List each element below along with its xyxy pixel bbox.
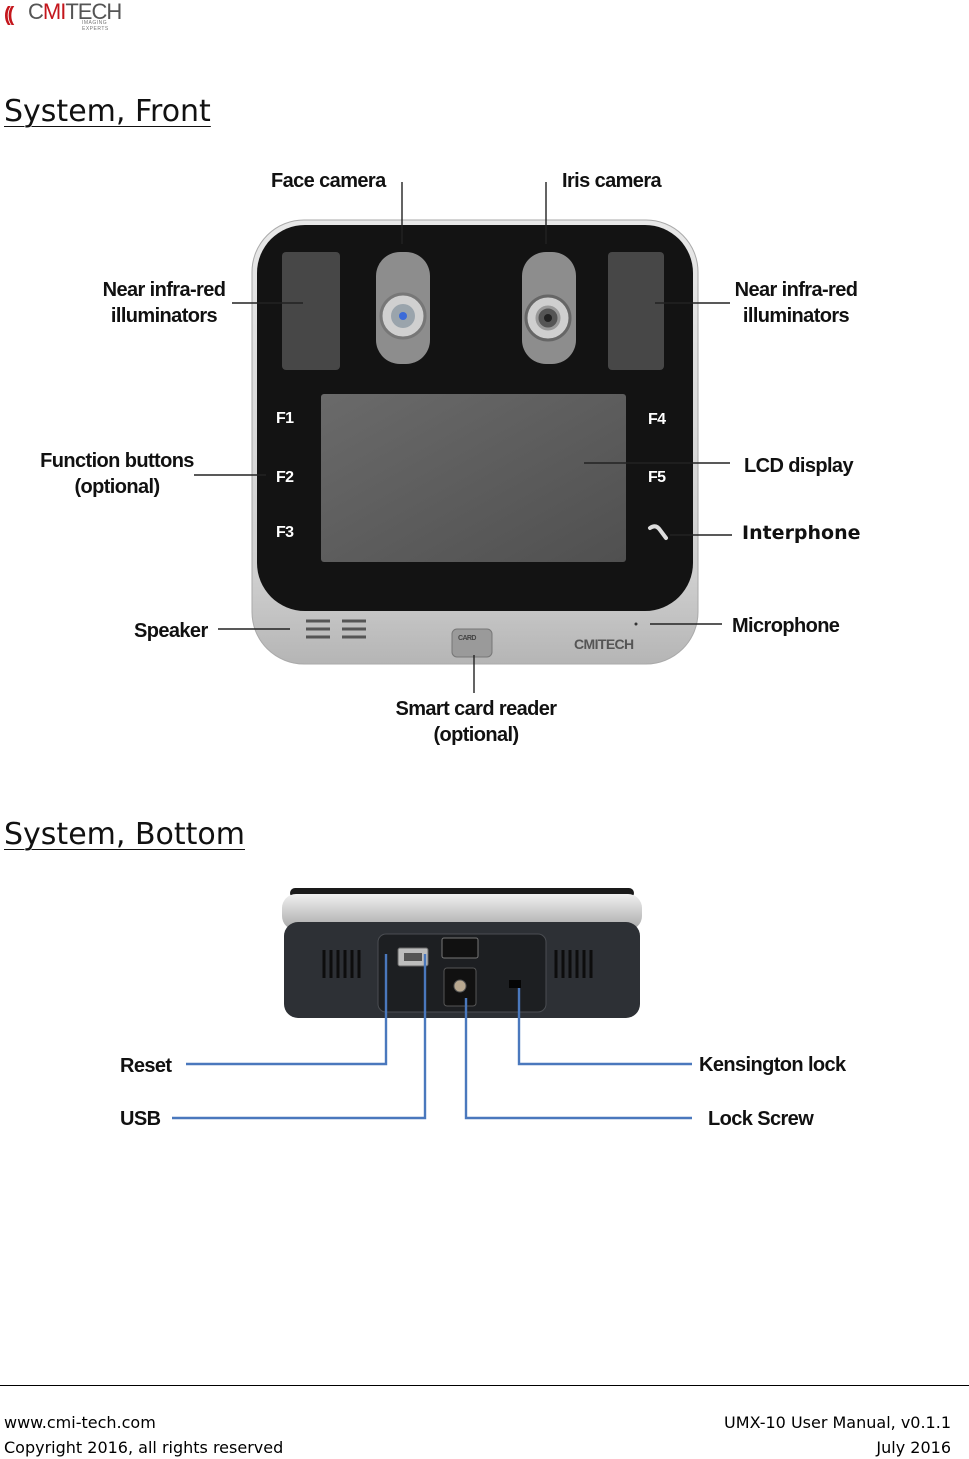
nir-window-left bbox=[282, 252, 340, 370]
key-f2: F2 bbox=[276, 469, 294, 486]
logo-text: CMITECH bbox=[28, 0, 122, 24]
key-f3: F3 bbox=[276, 524, 294, 541]
footer-date: July 2016 bbox=[876, 1438, 951, 1457]
footer-divider bbox=[0, 1385, 969, 1386]
mini-port bbox=[441, 937, 479, 959]
label-smart-card-optional: (optional) bbox=[433, 724, 519, 746]
label-microphone: Microphone bbox=[732, 615, 840, 637]
speaker-grille bbox=[306, 619, 366, 639]
label-nir-left-line1: Near infra-red bbox=[102, 279, 226, 301]
label-nir-right-line2: illuminators bbox=[742, 305, 850, 327]
device-bottom-illustration bbox=[172, 888, 692, 1120]
handset-icon bbox=[648, 524, 668, 540]
microphone-hole bbox=[634, 622, 638, 626]
label-interphone: Interphone bbox=[742, 522, 861, 544]
key-f5: F5 bbox=[648, 469, 666, 486]
label-iris-camera: Iris camera bbox=[562, 170, 662, 192]
footer-website: www.cmi-tech.com bbox=[4, 1413, 156, 1432]
label-smart-card-reader: Smart card reader bbox=[395, 698, 557, 720]
device-brand: CMITECH bbox=[574, 636, 634, 652]
nir-window-right bbox=[608, 252, 664, 370]
key-f4: F4 bbox=[648, 411, 666, 428]
vent-left bbox=[322, 950, 361, 978]
card-slot-label: CARD bbox=[458, 635, 476, 642]
footer-manual-version: UMX-10 User Manual, v0.1.1 bbox=[724, 1413, 951, 1432]
company-logo: (( CMITECH IMAGING EXPERTS bbox=[4, 0, 134, 32]
label-function-buttons: Function buttons bbox=[40, 450, 194, 472]
section-title-front: System, Front bbox=[4, 94, 211, 129]
label-usb: USB bbox=[120, 1108, 161, 1130]
card-slot bbox=[451, 628, 493, 658]
label-lock-screw: Lock Screw bbox=[708, 1108, 814, 1130]
bottom-shell-top bbox=[282, 894, 642, 930]
vent-right bbox=[554, 950, 593, 978]
label-speaker: Speaker bbox=[134, 620, 208, 642]
lock-screw bbox=[453, 979, 467, 993]
key-f1: F1 bbox=[276, 410, 294, 427]
logo-mark-icon: (( bbox=[4, 4, 14, 26]
label-nir-right-line1: Near infra-red bbox=[734, 279, 858, 301]
label-function-optional: (optional) bbox=[74, 476, 160, 498]
footer-copyright: Copyright 2016, all rights reserved bbox=[4, 1438, 284, 1457]
section-title-bottom: System, Bottom bbox=[4, 817, 245, 852]
label-kensington-lock: Kensington lock bbox=[699, 1054, 846, 1076]
kensington-slot bbox=[509, 980, 521, 988]
lcd-screen bbox=[321, 394, 626, 562]
logo-tagline: IMAGING EXPERTS bbox=[82, 20, 109, 32]
label-face-camera: Face camera bbox=[271, 170, 386, 192]
label-lcd-display: LCD display bbox=[744, 455, 854, 477]
label-reset: Reset bbox=[120, 1055, 172, 1077]
label-nir-left-line2: illuminators bbox=[110, 305, 218, 327]
device-front-illustration bbox=[194, 182, 732, 693]
